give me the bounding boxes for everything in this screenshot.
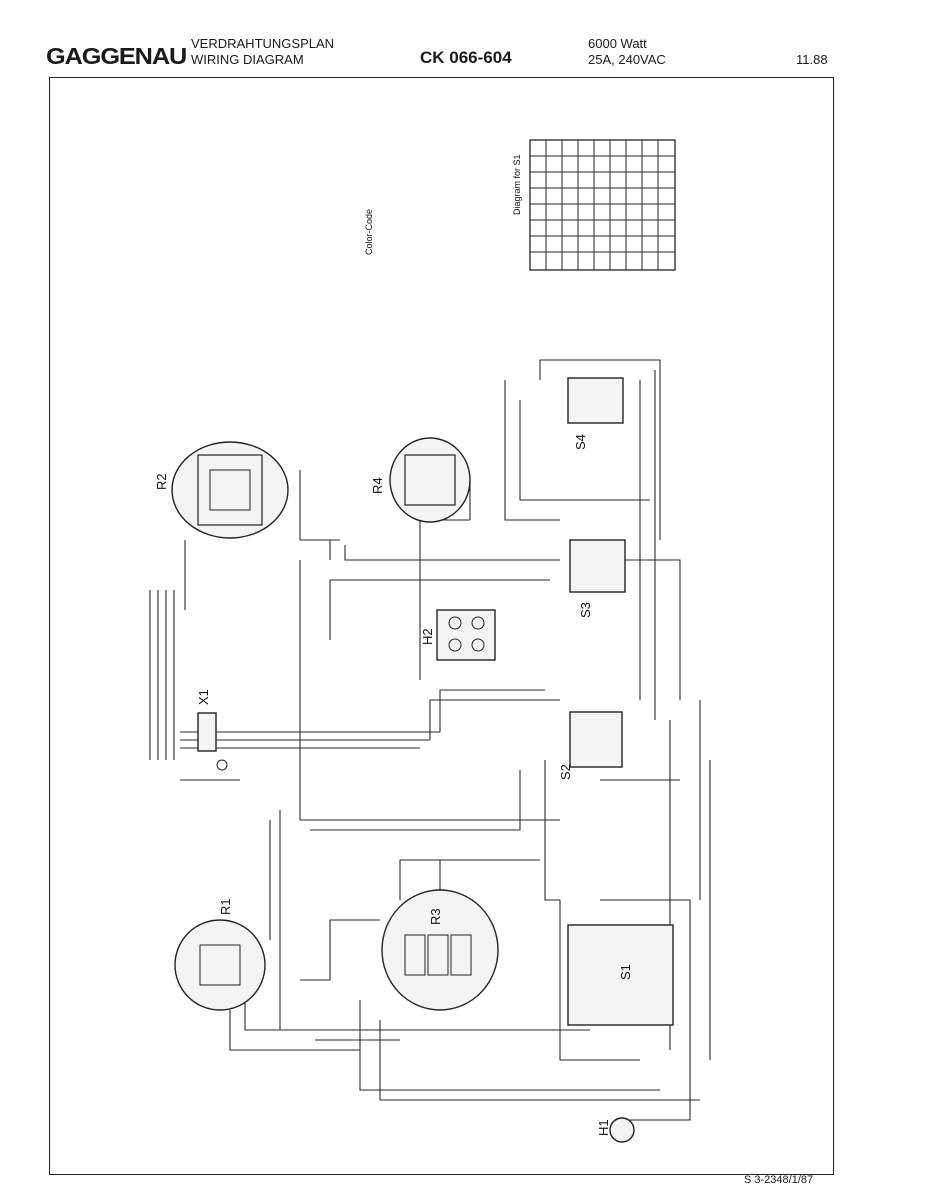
color-code-title: Color-Code	[364, 209, 374, 255]
diagram-frame	[49, 77, 834, 1175]
heater-r1: R1	[174, 898, 266, 1011]
terminal-x1: X1	[196, 689, 228, 771]
signal-light-h2: H2	[420, 609, 496, 661]
svg-text:X1: X1	[196, 689, 211, 705]
model-number: CK 066-604	[420, 48, 512, 67]
svg-text:S3: S3	[578, 602, 593, 618]
document-header: GAGGENAU VERDRAHTUNGSPLAN WIRING DIAGRAM…	[0, 0, 925, 78]
brand-logo: GAGGENAU	[46, 43, 187, 69]
document-date: 11.88	[796, 52, 828, 67]
heater-r3: R3	[381, 889, 499, 1011]
power-rating: 6000 Watt	[588, 36, 647, 51]
svg-text:S1: S1	[618, 964, 633, 980]
document-number: S 3-2348/1/87	[744, 1174, 814, 1186]
title-english: WIRING DIAGRAM	[191, 52, 304, 67]
svg-text:R2: R2	[154, 473, 169, 490]
electrical-rating: 25A, 240VAC	[588, 52, 666, 67]
s1-diagram-title: Diagram for S1	[512, 154, 522, 215]
svg-text:R3: R3	[428, 908, 443, 925]
svg-text:S2: S2	[558, 764, 573, 780]
wiring-lines	[149, 359, 711, 1121]
heater-r4: R4	[370, 437, 471, 523]
svg-text:S4: S4	[573, 434, 588, 450]
svg-text:R1: R1	[218, 898, 233, 915]
title-german: VERDRAHTUNGSPLAN	[191, 36, 335, 51]
heater-r2: R2	[154, 441, 289, 539]
control-light-h1: H1	[596, 1117, 635, 1143]
switch-s3: S3	[569, 539, 626, 618]
svg-text:H2: H2	[420, 628, 435, 645]
s1-switching-grid	[529, 139, 676, 271]
switch-s4: S4	[567, 377, 624, 450]
svg-text:R4: R4	[370, 477, 385, 494]
switch-s2: S2	[558, 711, 623, 780]
switch-s1: S1	[567, 924, 674, 1026]
svg-text:H1: H1	[596, 1119, 611, 1136]
